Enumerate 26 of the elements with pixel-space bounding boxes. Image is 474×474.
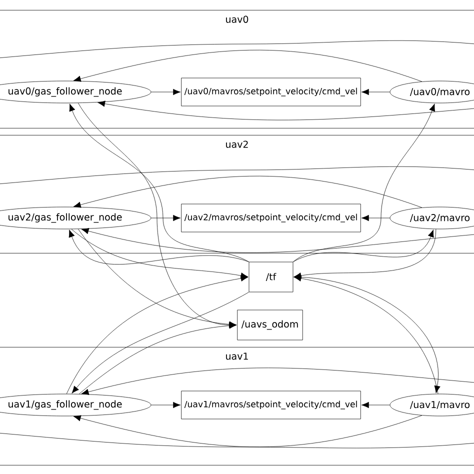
arrow [81,368,474,395]
arrow [294,228,436,279]
arrow [98,100,474,120]
arrow [151,402,181,408]
arrow [361,88,390,96]
arrow [73,415,422,448]
arrow [72,292,249,394]
arrow [81,228,474,253]
topic-box: /uav2/mavros/setpoint_velocity/cmd_vel [181,204,361,232]
topic-box: /uav0/mavros/setpoint_velocity/cmd_vel [181,78,361,106]
arrow [151,88,181,96]
arrow [73,50,422,82]
topic-box: /uav1/mavros/setpoint_velocity/cmd_vel [181,390,361,420]
arrow [361,402,390,408]
arrow [78,322,237,394]
arrow [73,176,422,208]
topic-box: /tf [248,262,294,292]
arrow [71,228,248,279]
arrow [69,104,249,262]
arrow [361,214,390,222]
topic-box: /uavs_odom [237,310,303,340]
arrow [151,214,181,222]
arrow [293,230,434,262]
arrow [66,275,248,394]
arrow [68,230,249,264]
arrow [293,104,436,262]
